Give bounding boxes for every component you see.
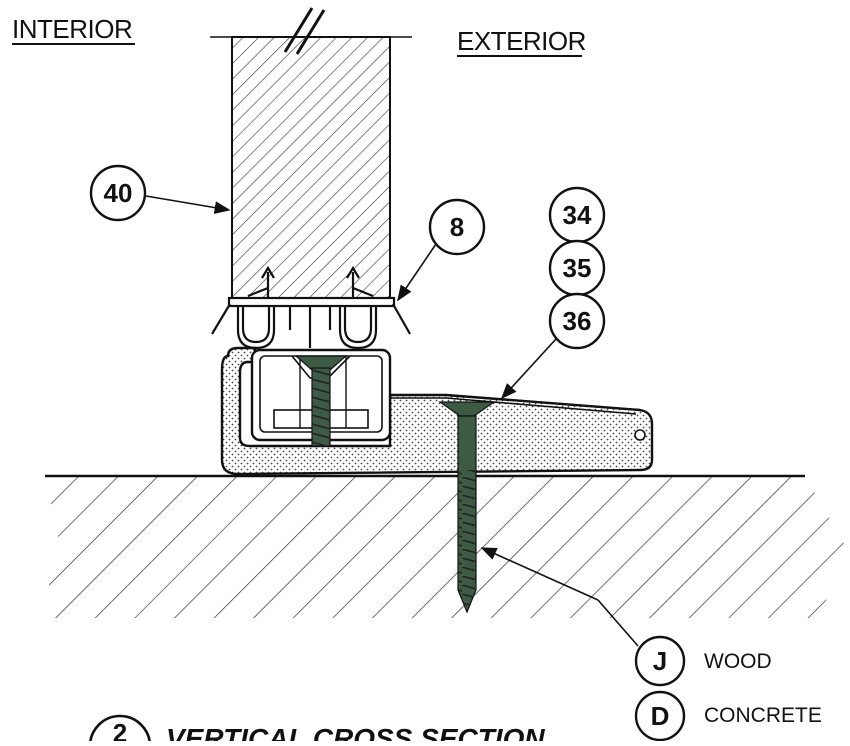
callout-40: 40	[89, 164, 231, 222]
threshold	[220, 346, 654, 476]
adjustment-screw	[294, 355, 348, 447]
callout-8-text: 8	[450, 212, 464, 242]
fastener-d-text: CONCRETE	[704, 704, 822, 727]
door-sweep	[211, 265, 411, 350]
callout-34: 34	[548, 186, 606, 244]
door-slab	[210, 7, 412, 300]
section-number: 2	[113, 718, 127, 741]
callout-35-text: 35	[563, 253, 592, 283]
callout-40-text: 40	[104, 178, 133, 208]
fastener-j-text: WOOD	[704, 650, 772, 673]
exterior-label: EXTERIOR	[457, 26, 586, 56]
fastener-d: D CONCRETE	[634, 690, 822, 742]
callout-35: 35	[548, 239, 606, 297]
anchor-screw	[438, 401, 496, 614]
callout-34-text: 34	[563, 200, 592, 230]
fastener-d-letter: D	[651, 701, 670, 731]
floor-substrate	[40, 474, 845, 618]
fastener-j-letter: J	[653, 646, 667, 676]
callout-8: 8	[397, 198, 486, 302]
callout-36: 36	[500, 292, 606, 400]
fastener-j: J WOOD	[480, 547, 772, 687]
interior-label: INTERIOR	[12, 14, 132, 44]
section-title-text: VERTICAL CROSS SECTION	[166, 723, 545, 741]
section-title: 2 VERTICAL CROSS SECTION	[88, 714, 545, 746]
callout-36-text: 36	[563, 306, 592, 336]
